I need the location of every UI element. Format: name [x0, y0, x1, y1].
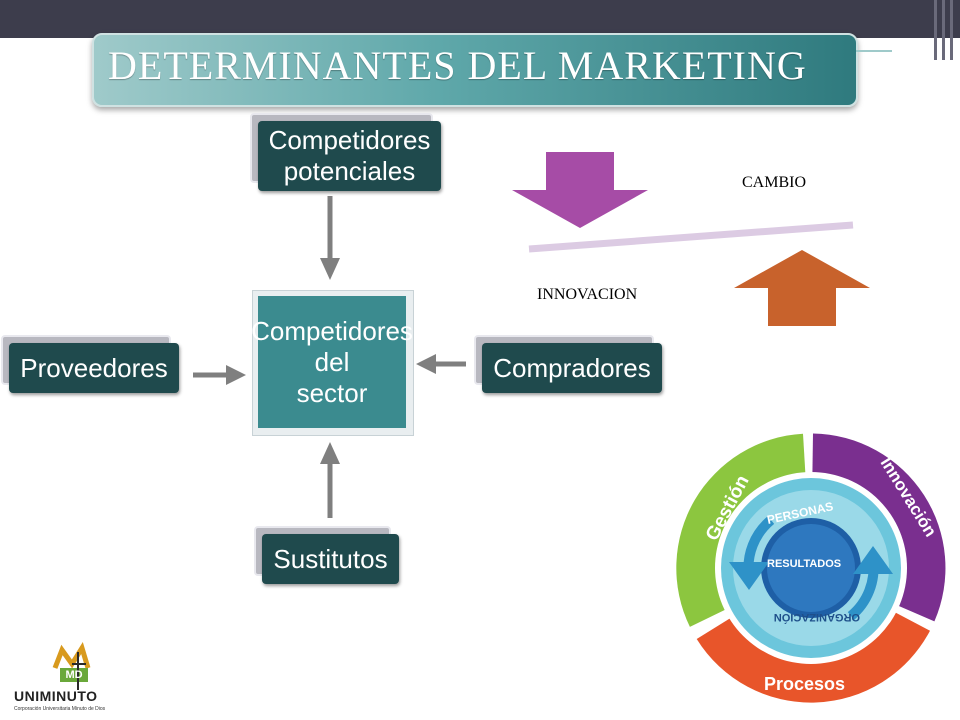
arrowhead-left	[226, 365, 246, 385]
page-title: DETERMINANTES DEL MARKETING	[108, 43, 807, 88]
title-accent-line	[856, 50, 892, 52]
top-banner	[0, 0, 960, 38]
banner-stripe	[942, 0, 945, 60]
box-competidores-potenciales: Competidores potenciales	[250, 113, 441, 191]
label-cambio: CAMBIO	[742, 174, 807, 191]
box-compradores: Compradores	[474, 335, 662, 393]
box-proveedores: Proveedores	[1, 335, 179, 393]
orange-up-arrow	[734, 250, 870, 326]
cycle-arrowhead-right	[853, 546, 893, 574]
box-competidores-del-sector: Competidores del sector	[251, 290, 414, 436]
title-box	[92, 33, 858, 107]
arrowhead-top	[320, 258, 340, 280]
logo-name: UNIMINUTO	[14, 688, 98, 704]
label-innovacion: INNOVACION	[537, 286, 638, 303]
cycle-label-resultados: RESULTADOS	[767, 558, 841, 570]
cycle-arrowhead-left	[729, 562, 769, 590]
cycle-label-procesos: Procesos	[764, 674, 845, 694]
arrowhead-bottom	[320, 442, 340, 464]
arrowhead-right	[416, 354, 436, 374]
purple-down-arrow	[512, 152, 648, 228]
logo-mark: MD	[65, 669, 83, 681]
cycle-label-organizacion: ORGANIZACIÓN	[774, 611, 860, 624]
box-label: Proveedores	[9, 343, 179, 393]
box-sustitutos: Sustitutos	[254, 526, 399, 584]
logo-subtitle: Corporación Universitaria Minuto de Dios	[14, 706, 106, 712]
center-box-label: Competidores del sector	[251, 296, 413, 428]
box-label: Sustitutos	[262, 534, 399, 584]
box-label: Compradores	[482, 343, 662, 393]
balance-line	[528, 221, 854, 253]
banner-stripe	[950, 0, 953, 60]
management-cycle	[668, 425, 954, 711]
banner-stripe	[934, 0, 937, 60]
box-label: Competidores potenciales	[258, 121, 441, 191]
